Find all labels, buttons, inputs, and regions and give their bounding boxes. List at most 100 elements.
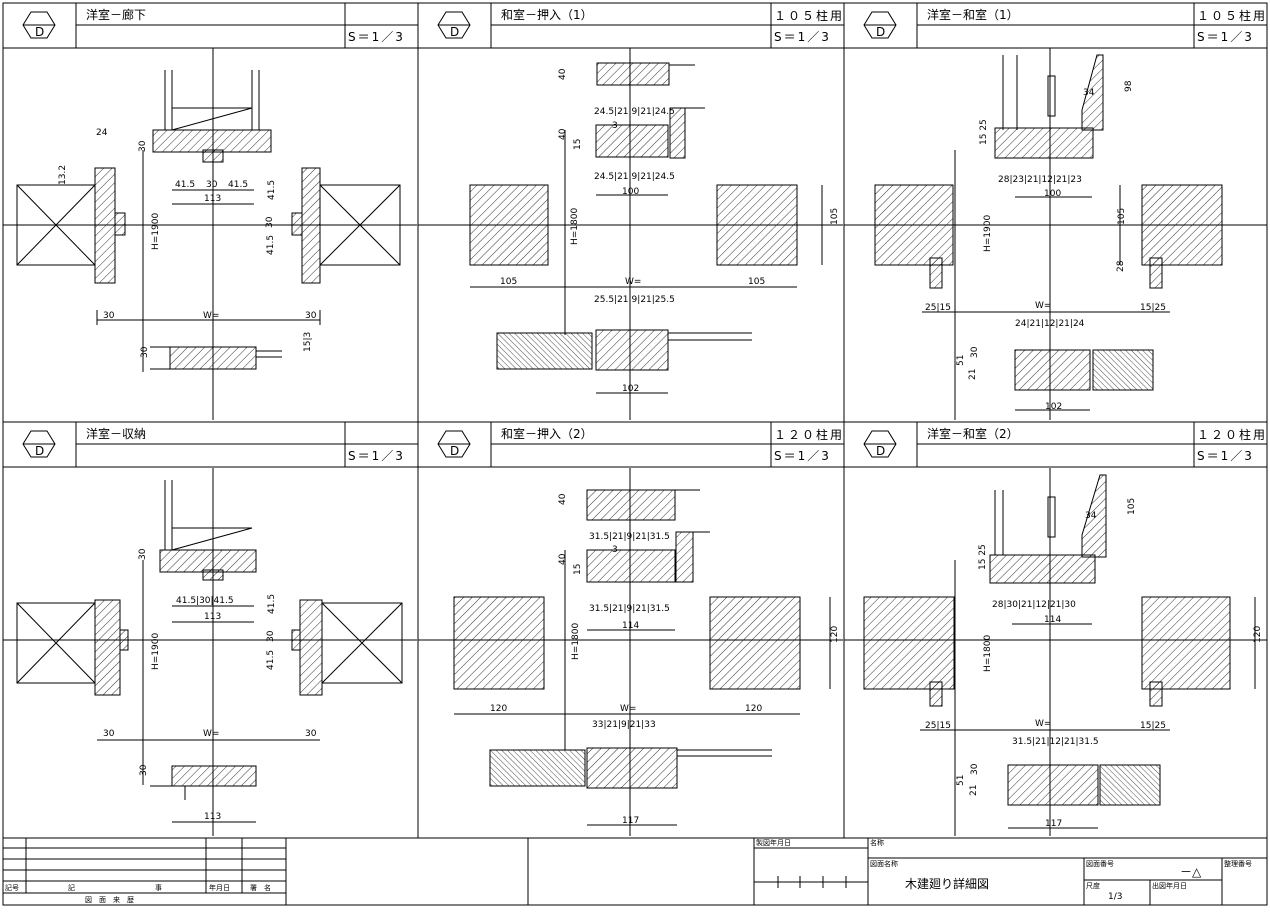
dim-label: 30 (139, 764, 149, 776)
panel-header-p1: D洋室－廊下S＝1／3 (2, 2, 419, 49)
dim-label: 24.5|21|9|21|24.5 (594, 172, 675, 182)
panel-5-dims: 40 31.5|21|9|21|31.5 40 15 3 31.5|21|9|2… (490, 493, 840, 826)
panel-3-drawing (844, 48, 1267, 420)
dim-label: 3 (612, 121, 618, 131)
dim-label: H=1800 (571, 623, 581, 660)
column-spec: １２０柱用 (774, 427, 844, 442)
dim-label: W= (203, 729, 219, 739)
panel-header-p4: D洋室－収納S＝1／3 (2, 421, 419, 468)
dim-label: 30 (970, 763, 980, 775)
dim-label: 100 (622, 187, 639, 197)
dim-label: 30 (970, 346, 980, 358)
panel-1-drawing (3, 48, 417, 420)
dim-label: W= (203, 311, 219, 321)
panel-5-drawing (418, 468, 843, 836)
dim-label: 105 (1117, 208, 1127, 225)
dim-label: 15|25 (1140, 303, 1166, 313)
dim-label: 15|25 (1140, 721, 1166, 731)
panel-title: 和室－押入（1） (501, 7, 593, 22)
section-mark: D (35, 25, 44, 39)
dim-label: 33|21|9|21|33 (592, 720, 656, 730)
panel-3-dims: 98 34 15 25 28|23|21|12|21|23 100 105 28… (925, 80, 1166, 412)
dim-label: 25|15 (925, 721, 951, 731)
dim-label: 13.2 (58, 165, 68, 185)
dim-label: 98 (1124, 80, 1134, 92)
dim-label: 41.5 (266, 235, 276, 255)
panel-4-drawing (3, 468, 417, 836)
dim-label: 41.5 (175, 180, 195, 190)
dim-label: 102 (1045, 402, 1062, 412)
hdr-sign: 署 名 (250, 883, 271, 892)
dim-label: 51 (956, 355, 966, 366)
scale-label: S＝1／3 (774, 30, 831, 44)
dim-label: 114 (1044, 615, 1061, 625)
dim-label: 30 (103, 311, 115, 321)
section-mark: D (35, 444, 44, 458)
dim-label: 105 (748, 277, 765, 287)
dim-label: 120 (490, 704, 507, 714)
panel-title: 洋室－和室（1） (927, 7, 1019, 22)
seiri-label: 整理番号 (1224, 859, 1252, 868)
dim-label: H=1900 (151, 213, 161, 250)
dim-label: 24|21|12|21|24 (1015, 319, 1085, 329)
dim-label: 28|23|21|12|21|23 (998, 175, 1082, 185)
panel-4-dims: 30 41.5|30|41.5 113 41.5 30 41.5 H=1900 … (103, 548, 317, 822)
scale-label: S＝1／3 (1197, 449, 1254, 463)
dim-label: 31.5|21|12|21|31.5 (1012, 737, 1099, 747)
panel-title: 洋室－和室（2） (927, 426, 1019, 441)
rireki-label: 図 面 来 歴 (85, 896, 134, 904)
dim-label: 30 (138, 548, 148, 560)
dim-label: 30 (266, 630, 276, 642)
dim-label: H=1800 (983, 635, 993, 672)
drawing-scale: 1/3 (1108, 892, 1122, 902)
dim-label: 117 (622, 816, 639, 826)
dim-label: 31.5|21|9|21|31.5 (589, 532, 670, 542)
dim-label: 30 (103, 729, 115, 739)
dim-label: W= (625, 277, 641, 287)
dim-label: 21 (968, 369, 978, 380)
scale-label: S＝1／3 (1197, 30, 1254, 44)
dim-label: H=1900 (983, 215, 993, 252)
scale-label: S＝1／3 (348, 30, 405, 44)
dim-label: 30 (206, 180, 218, 190)
kaizu-label: 製図年月日 (756, 838, 791, 847)
hdr-kigou: 記号 (5, 883, 19, 892)
dim-label: 15 (573, 564, 583, 575)
meisho-label: 名称 (870, 838, 884, 847)
dim-label: 40 (558, 493, 568, 505)
dim-label: 41.5 (266, 650, 276, 670)
dim-label: 113 (204, 612, 221, 622)
hdr-date: 年月日 (209, 883, 230, 892)
panel-6-drawing (844, 468, 1267, 836)
dim-label: 15 25 (978, 544, 988, 570)
scale-label: S＝1／3 (774, 449, 831, 463)
dim-label: 41.5 (228, 180, 248, 190)
dim-label: 30 (140, 346, 150, 358)
panel-title: 和室－押入（2） (501, 426, 593, 441)
dim-label: 105 (1127, 498, 1137, 515)
title-block (3, 838, 1267, 905)
dim-label: H=1900 (151, 633, 161, 670)
section-mark: D (450, 25, 459, 39)
dim-label: 40 (558, 128, 568, 140)
dim-label: 41.5 (267, 594, 277, 614)
dim-label: 15 25 (979, 119, 989, 145)
dim-label: 120 (1253, 626, 1263, 643)
dim-label: 25.5|21|9|21|25.5 (594, 295, 675, 305)
dim-label: 51 (956, 775, 966, 786)
dim-label: 117 (1045, 819, 1062, 829)
dim-label: 41.5 (267, 180, 277, 200)
hdr-jikou: 事 (155, 883, 162, 892)
dim-label: 28|30|21|12|21|30 (992, 600, 1076, 610)
dim-label: 34 (1083, 88, 1095, 98)
column-spec: １２０柱用 (1197, 427, 1267, 442)
shutsuzu-label: 出図年月日 (1152, 881, 1187, 890)
hdr-kiji: 記 (68, 883, 75, 892)
dim-label: W= (1035, 301, 1051, 311)
drawing-number: －△ (1180, 865, 1202, 879)
dim-label: W= (1035, 719, 1051, 729)
